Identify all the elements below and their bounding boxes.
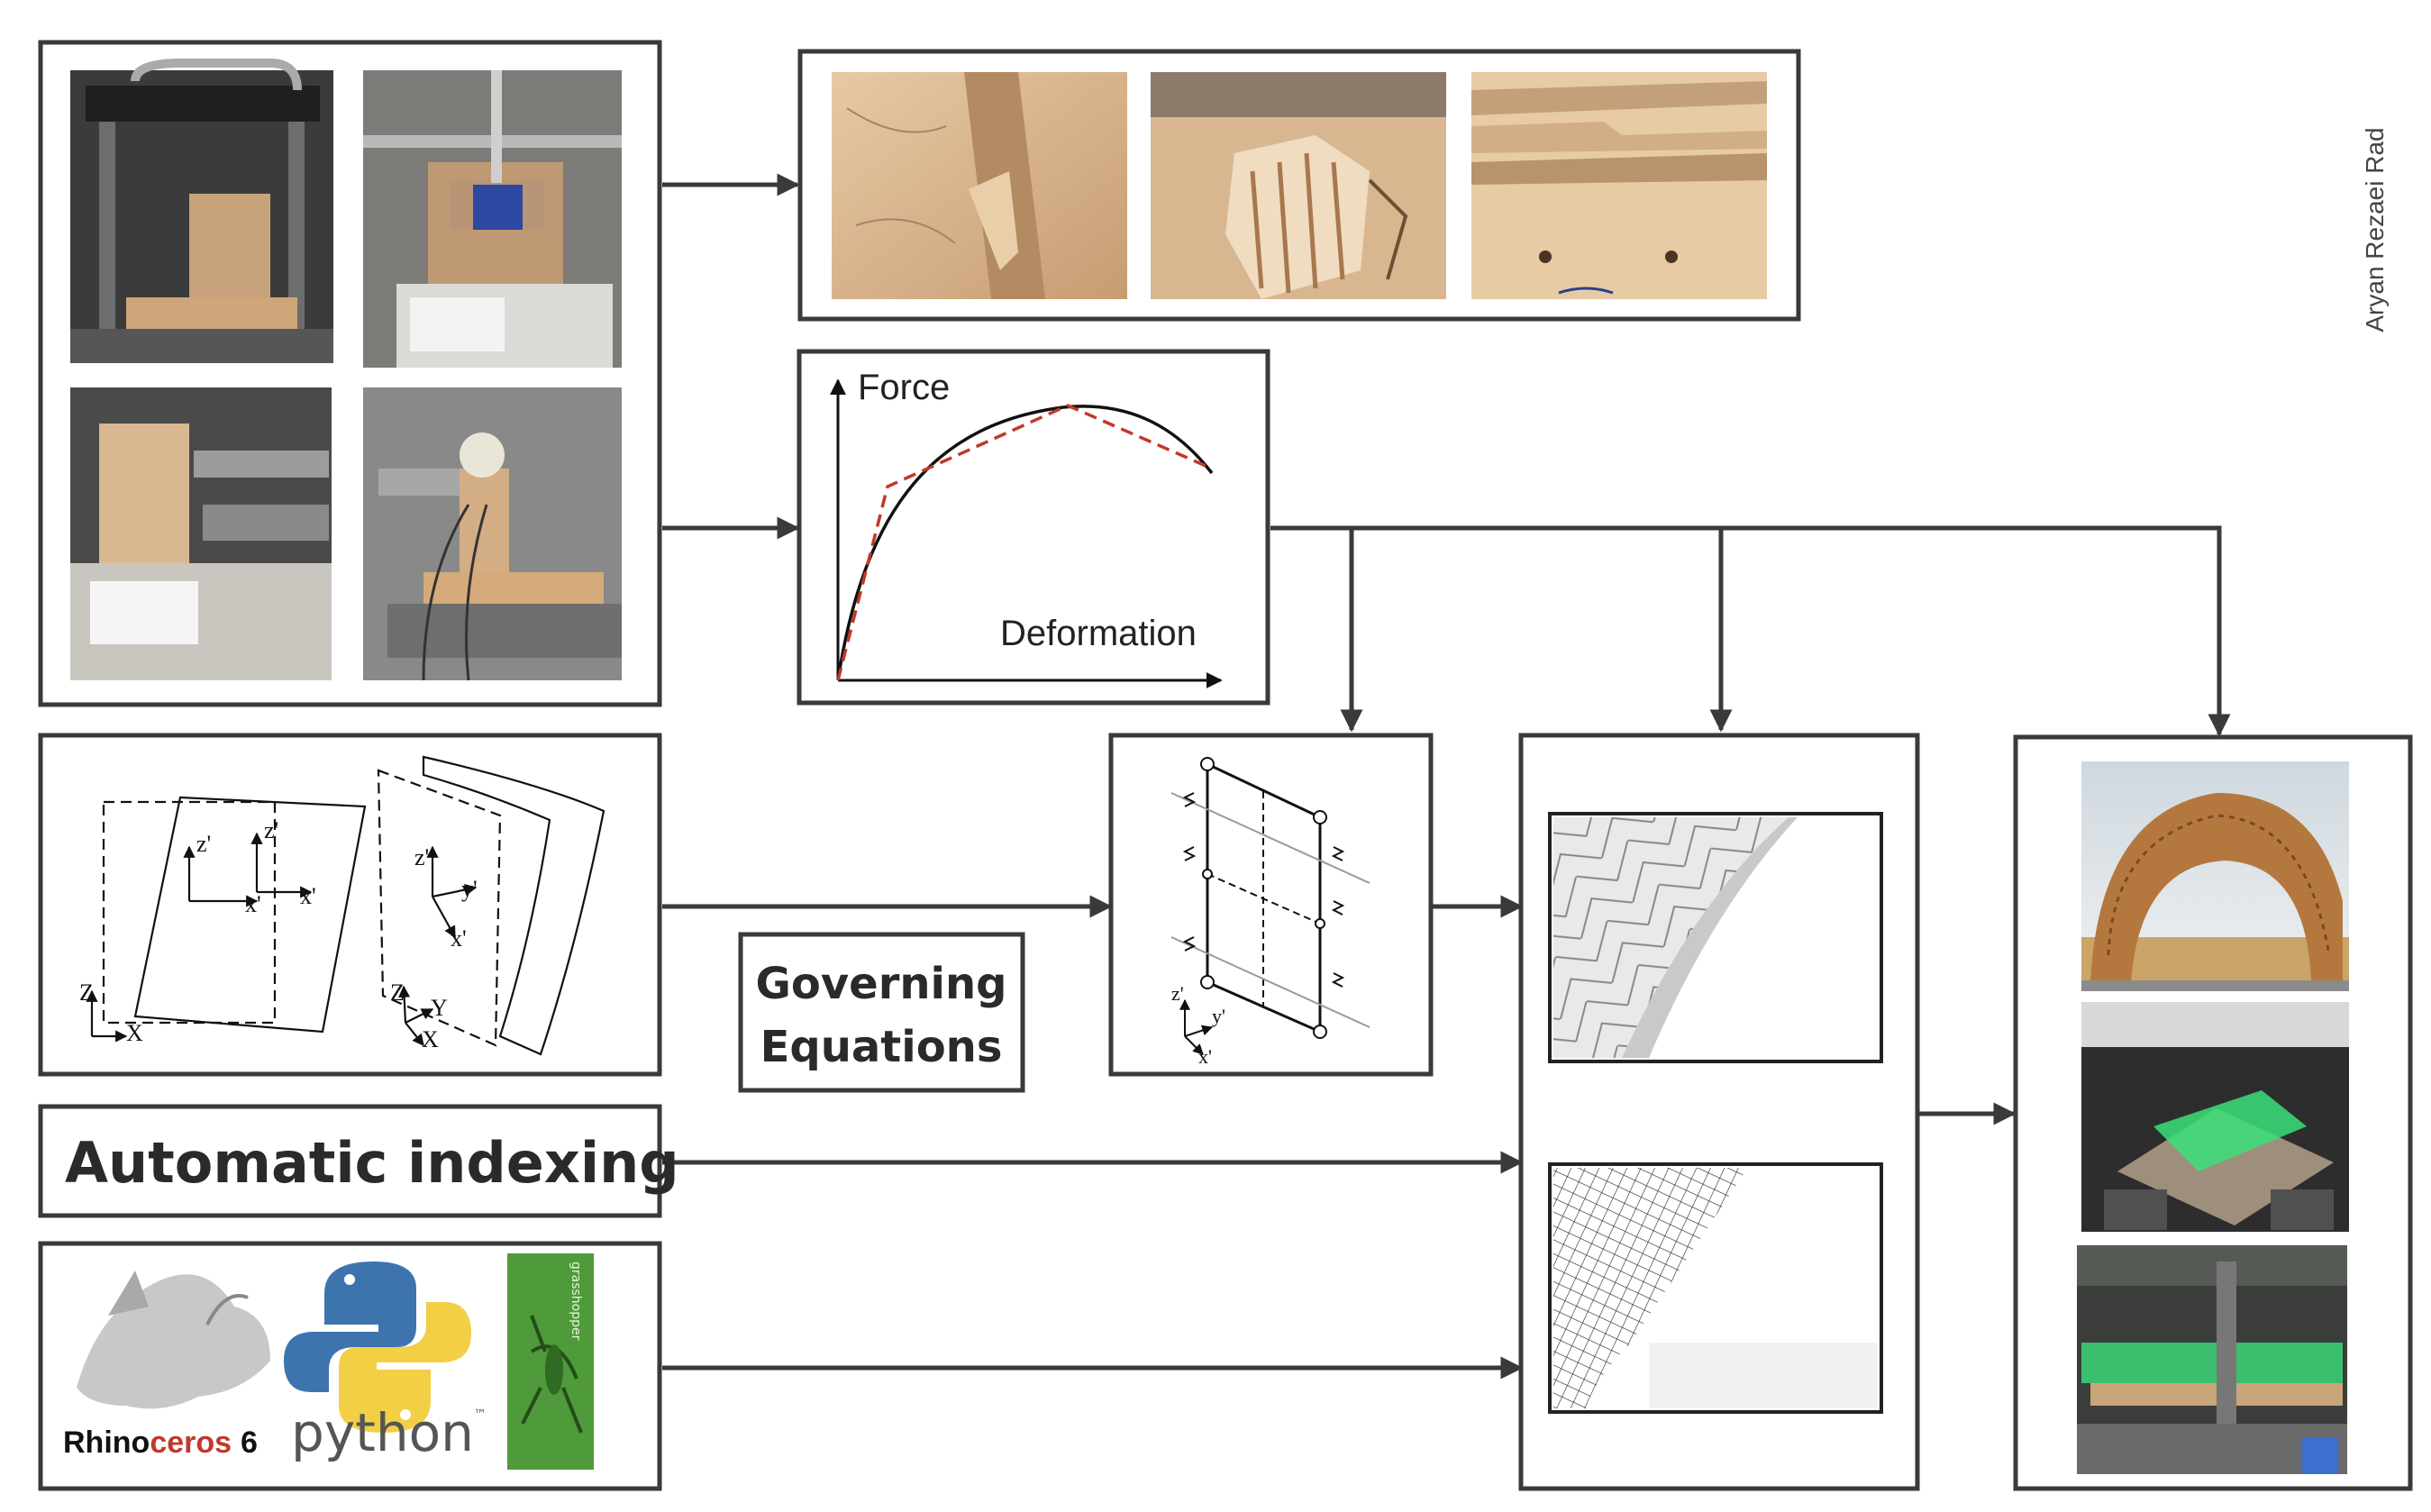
kinematics-labels: z' x' z' x' Z X z' y' x' Z Y X [79, 817, 478, 1052]
analytical-model-sketch [1170, 757, 1370, 1055]
svg-text:y': y' [461, 876, 478, 902]
rhino-logo-icon [77, 1271, 270, 1409]
svg-text:Z: Z [79, 979, 94, 1006]
grasshopper-logo-icon: grasshopper [507, 1253, 594, 1470]
python-logo-text: python™ [291, 1402, 487, 1463]
failure-photo-3 [1471, 72, 1767, 299]
test-photo-2 [363, 70, 622, 368]
analytical-model-box [1108, 733, 1434, 1077]
governing-equations-box [738, 932, 1025, 1093]
svg-text:z': z' [264, 817, 278, 843]
svg-text:x': x' [451, 925, 467, 952]
bilinear-approximation [836, 404, 1213, 681]
fe-mesh-view [1548, 1162, 1883, 1414]
svg-text:z': z' [1171, 982, 1184, 1005]
svg-text:x': x' [1198, 1045, 1212, 1068]
svg-text:Y: Y [431, 995, 448, 1021]
svg-text:X: X [422, 1026, 439, 1052]
graph-box [797, 349, 1270, 706]
pavilion-photo [2081, 761, 2349, 991]
failure-photo-2 [1151, 72, 1446, 299]
lab-test-photo-1 [2081, 1002, 2349, 1232]
svg-text:grasshopper: grasshopper [569, 1262, 583, 1341]
svg-text:x': x' [300, 883, 316, 909]
arrow-graph-to-model [1352, 525, 1733, 733]
test-photo-4 [363, 387, 622, 681]
analytical-model-labels: z' y' x' [1171, 982, 1225, 1068]
kinematics-sketch-1 [86, 796, 367, 1043]
svg-text:x': x' [245, 891, 261, 917]
python-logo-icon [284, 1262, 471, 1433]
graph-x-label: Deformation [1000, 614, 1197, 653]
arrow-graph-to-analysis [1270, 525, 1363, 733]
graph-axes [830, 378, 1223, 688]
governing-equations-line-1: Governing [755, 959, 1006, 1009]
failure-photo-1 [832, 72, 1127, 299]
test-photo-3 [70, 387, 332, 680]
lab-test-photo-2 [2077, 1245, 2347, 1474]
shell-geometry-view [1548, 812, 1883, 1063]
author-credit: Aryan Rezaei Rad [2361, 127, 2389, 332]
kinematics-sketch-2 [377, 755, 605, 1056]
svg-text:Z: Z [390, 979, 405, 1006]
svg-text:X: X [126, 1020, 143, 1046]
graph-y-label: Force [858, 368, 950, 407]
test-photo-1 [70, 59, 333, 363]
svg-text:z': z' [414, 844, 429, 870]
automatic-indexing-box [38, 1104, 662, 1218]
svg-text:y': y' [1212, 1005, 1225, 1027]
automatic-indexing-title: Automatic indexing [65, 1130, 679, 1196]
governing-equations-line-2: Equations [760, 1022, 1003, 1072]
svg-text:z': z' [196, 831, 211, 857]
arrow-graph-to-results [1721, 525, 2231, 737]
